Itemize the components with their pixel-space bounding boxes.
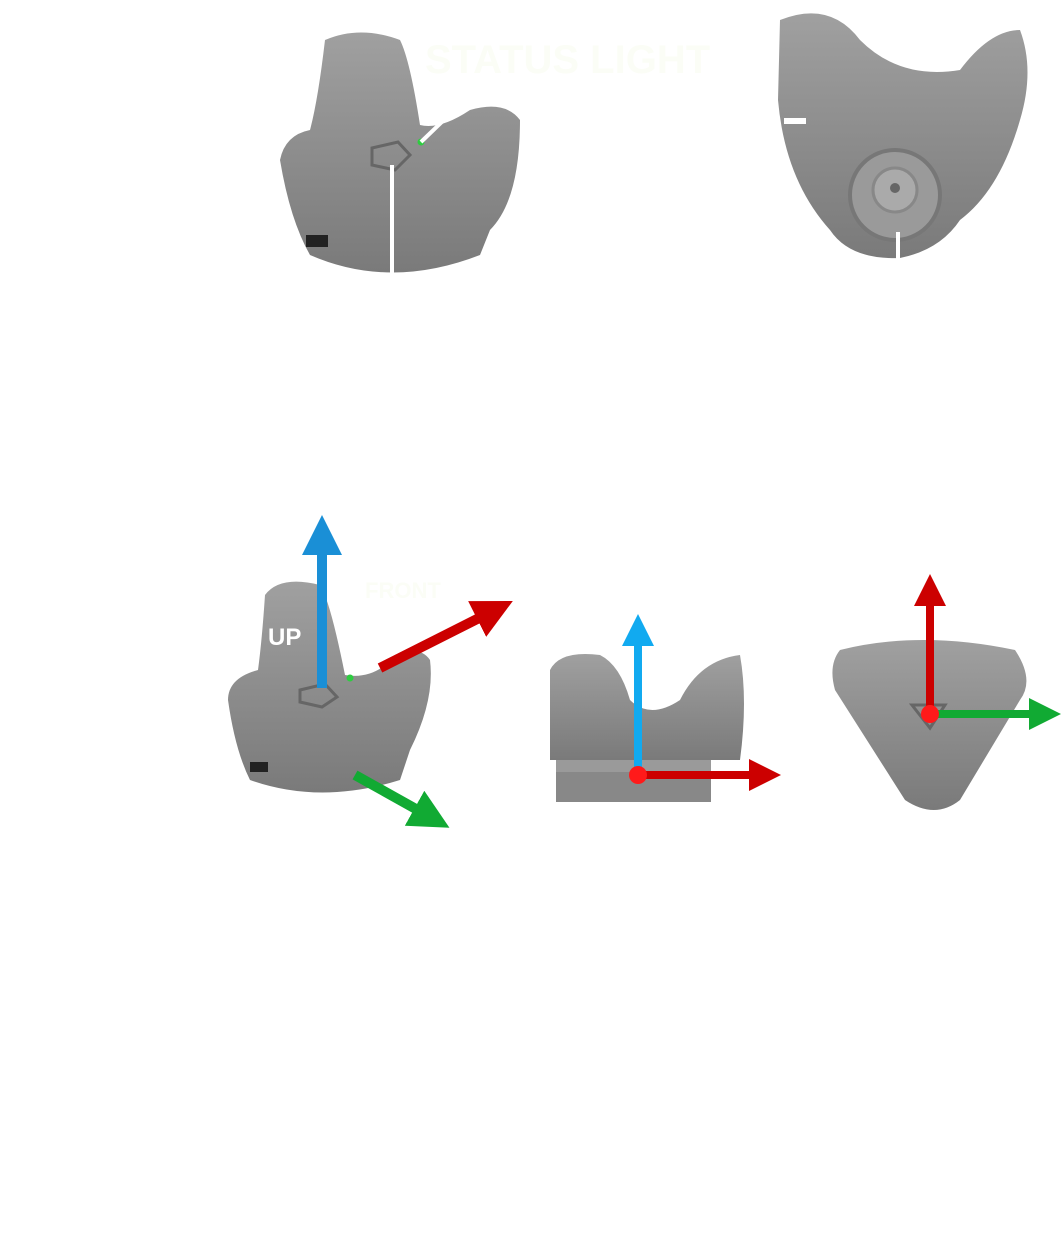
front-label: FRONT bbox=[365, 578, 441, 603]
front-axis-arrow bbox=[377, 600, 513, 673]
tracker-axes-front bbox=[832, 574, 1061, 810]
tracker-bottom-view bbox=[778, 13, 1028, 262]
status-light-label: STATUS LIGHT bbox=[425, 38, 711, 82]
tracker-top-view bbox=[280, 32, 520, 290]
origin-dot bbox=[629, 766, 647, 784]
tracker-axes-side bbox=[550, 614, 781, 802]
side-axis-arrow bbox=[352, 770, 450, 828]
tracker-axes-iso bbox=[228, 515, 513, 828]
up-label: UP bbox=[268, 624, 302, 651]
